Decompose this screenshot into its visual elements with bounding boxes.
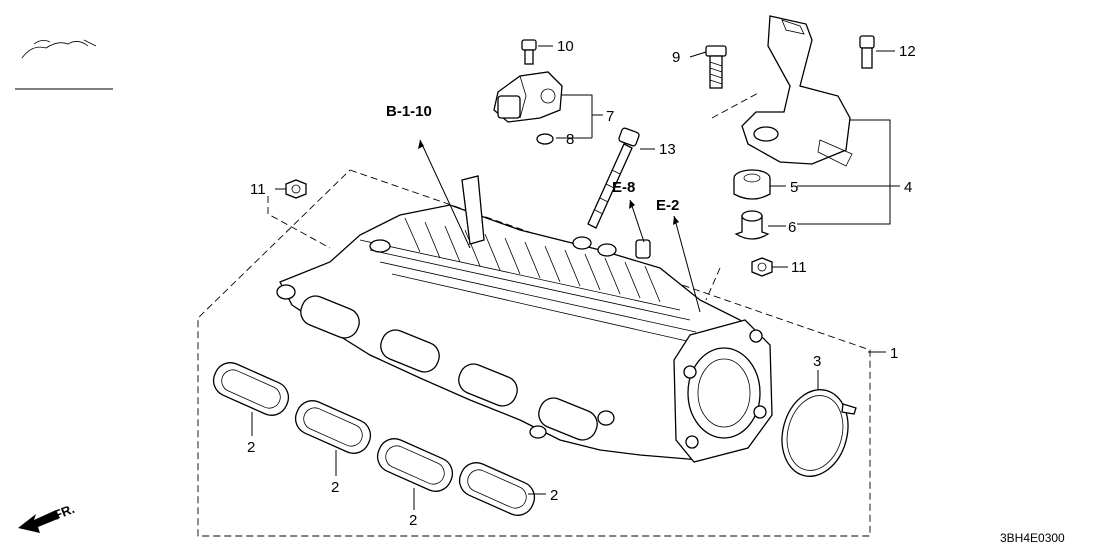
flange-hole-1	[276, 284, 296, 300]
bolt-10	[521, 39, 537, 65]
callout-7: 7	[606, 108, 614, 125]
callout-2-fourth: 2	[550, 487, 558, 504]
flange-hole-2	[529, 425, 547, 439]
callout-2-first: 2	[247, 439, 255, 456]
callout-12: 12	[899, 43, 916, 60]
vacuum-stub	[461, 175, 485, 245]
runner-port-4	[538, 397, 598, 441]
upper-port-2	[572, 236, 592, 250]
collar-6	[734, 210, 770, 240]
gasket-group	[212, 362, 536, 516]
runner-gasket-4	[458, 462, 536, 516]
runner-gasket-1	[212, 362, 290, 416]
callout-6: 6	[788, 219, 796, 236]
throttle-gasket	[781, 389, 857, 477]
runner-gasket-2	[294, 400, 372, 454]
runner-port-1	[300, 295, 360, 339]
sensor-boss	[635, 239, 651, 259]
runner-gasket-3	[376, 438, 454, 492]
grommet-5	[733, 169, 771, 200]
callout-2-third: 2	[409, 512, 417, 529]
callout-11-right: 11	[791, 259, 807, 276]
runner-ribs	[359, 217, 701, 345]
fr-label: FR.	[52, 501, 77, 523]
callout-4: 4	[904, 179, 912, 196]
nut-11-left	[285, 179, 307, 199]
callout-5: 5	[790, 179, 798, 196]
throttle-bore	[687, 347, 761, 439]
flange-hole-3	[597, 410, 615, 426]
leader-lines	[251, 45, 900, 510]
nut-11-right	[751, 257, 773, 277]
bolt-9	[705, 45, 727, 89]
callout-3: 3	[813, 353, 821, 370]
diagram-code: 3BH4E0300	[1000, 531, 1065, 545]
front-direction-arrow: FR.	[18, 501, 77, 533]
ref-e-2: E-2	[656, 197, 679, 214]
bolt-13	[587, 127, 640, 229]
callout-10: 10	[557, 38, 574, 55]
upper-port-1	[369, 239, 391, 253]
callout-11-left: 11	[250, 181, 266, 198]
map-sensor	[493, 71, 563, 123]
intake-manifold	[276, 175, 773, 463]
runner-port-2	[380, 329, 440, 373]
callout-9: 9	[672, 49, 680, 66]
callout-2-second: 2	[331, 479, 339, 496]
reference-arrows	[418, 139, 701, 313]
bracket-assembly	[741, 15, 853, 167]
callout-13: 13	[659, 141, 676, 158]
assembly-boundary	[197, 91, 871, 537]
upper-port-3	[597, 243, 617, 257]
bolt-12	[859, 35, 875, 69]
ref-e-8: E-8	[612, 179, 635, 196]
runner-port-3	[458, 363, 518, 407]
header-mark	[15, 39, 113, 90]
callout-1: 1	[890, 345, 898, 362]
callout-8: 8	[566, 131, 574, 148]
ref-b-1-10: B-1-10	[386, 103, 432, 120]
sensor-o-ring	[536, 133, 554, 145]
